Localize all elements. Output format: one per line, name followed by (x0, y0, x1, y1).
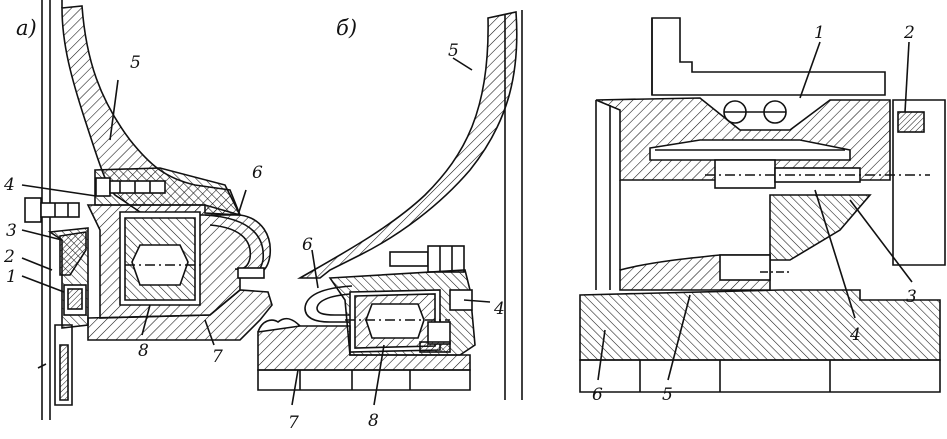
callout-b-8: 8 (368, 411, 379, 431)
callout-a-2: 2 (3, 247, 15, 267)
callout-a-3: 3 (6, 221, 17, 241)
callout-b-6: 6 (302, 235, 313, 255)
callout-b-7: 7 (288, 413, 299, 433)
callout-a-8: 8 (138, 341, 149, 361)
callout-c-6: 6 (592, 385, 603, 405)
callout-c-4: 4 (849, 325, 861, 345)
callout-a-4: 4 (3, 175, 15, 195)
callout-a-5: 5 (130, 53, 141, 73)
callout-a-7: 7 (212, 347, 223, 367)
panel-b-drawing (257, 10, 523, 406)
callout-b-5: 5 (448, 41, 459, 61)
callout-c-2: 2 (903, 23, 915, 43)
callout-c-5: 5 (662, 385, 673, 405)
callout-a-6: 6 (252, 163, 263, 183)
callout-a-1: 1 (6, 267, 17, 287)
panel-label-b: б) (336, 16, 357, 40)
callout-c-3: 3 (906, 287, 917, 307)
callout-b-4: 4 (493, 299, 505, 319)
panel-label-a: а) (16, 16, 37, 40)
panel-a-drawing (21, 0, 273, 420)
callout-c-1: 1 (814, 23, 825, 43)
panel-c-drawing (579, 17, 946, 393)
